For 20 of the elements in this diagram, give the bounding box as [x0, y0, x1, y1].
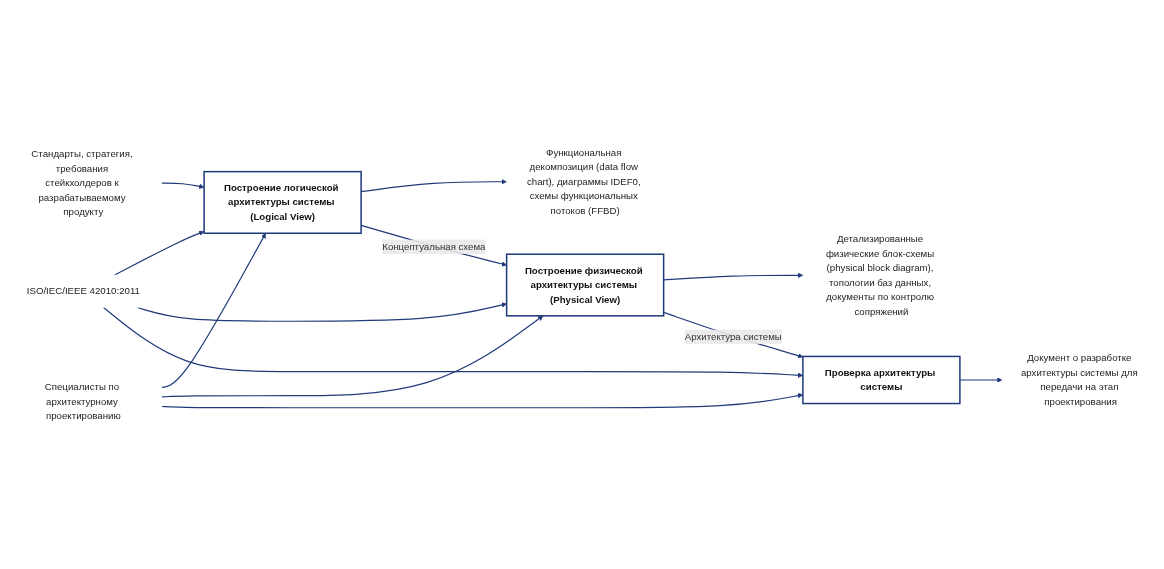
node-box: Построение физической архитектуры системы (Physical View): [505, 253, 665, 317]
node-text: ISO/IEC/IEEE 42010:2011: [26, 285, 140, 297]
node-text: Документ о разработке архитектуры системы для передачи на этап проектирования: [1020, 352, 1138, 407]
arrow: [136, 302, 507, 322]
node-box: Построение логической архитектуры системы (Logical View): [203, 170, 362, 234]
arrow: [161, 315, 544, 398]
arrow: [161, 233, 266, 389]
edge-label: Концептуальная схема: [382, 241, 486, 252]
node-text: Специалисты по архитектурному проектированию: [44, 381, 121, 422]
edge-label: Архитектура системы: [684, 331, 782, 342]
arrow: [959, 377, 1003, 383]
arrow: [114, 230, 205, 276]
arrow: [102, 306, 804, 378]
node-text: Стандарты, стратегия, требования стейкхолдеров к разрабатываемому продукту: [31, 148, 133, 217]
node-text: Детализированные физические блок-схемы (physical block diagram), топологии баз данных, документы по контролю сопряжений: [825, 233, 935, 317]
node-text: Функциональная декомпозиция (data flow chart), диаграммы IDEF0, схемы функциональных потоков (FFBD): [526, 147, 641, 216]
arrow: [663, 311, 804, 359]
arrow: [161, 182, 205, 189]
node-box: Проверка архитектуры системы: [802, 355, 961, 405]
arrow: [663, 272, 804, 281]
